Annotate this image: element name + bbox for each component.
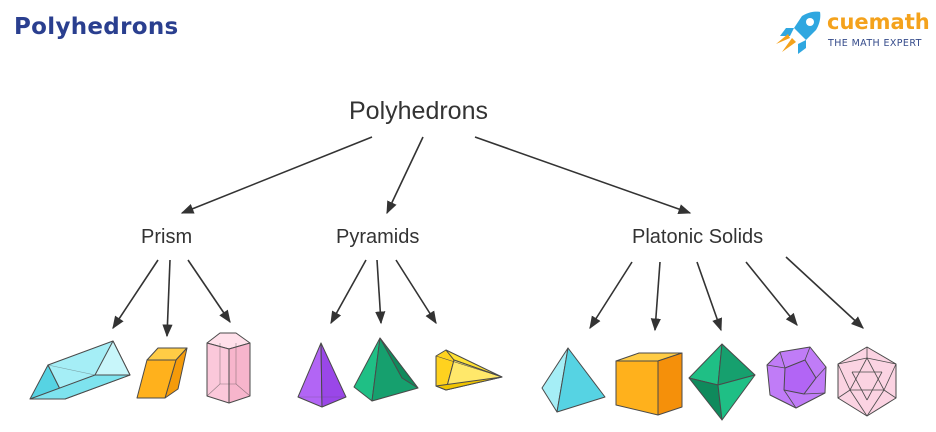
triangular-prism-shape (29, 340, 131, 400)
arrow-prism-3 (187, 259, 231, 324)
arrow-root-to-prism (180, 136, 373, 214)
parallelepiped-shape (136, 347, 188, 399)
icosahedron-shape (837, 346, 897, 417)
arrow-pyr-3 (395, 259, 437, 325)
platonic-solids-node-label: Platonic Solids (632, 226, 764, 248)
octahedron-shape (688, 343, 756, 421)
arrow-prism-2 (162, 259, 173, 338)
arrow-pyr-1 (330, 259, 367, 325)
pyramids-node-label: Pyramids (336, 226, 420, 248)
prism-node-label: Prism (141, 226, 193, 248)
arrow-plat-2 (650, 261, 661, 332)
pentagonal-prism-shape (206, 332, 251, 404)
arrow-plat-1 (589, 261, 633, 330)
brand-name: cuemath (827, 10, 930, 34)
cube-shape (615, 352, 683, 416)
rocket-icon (776, 11, 821, 54)
square-pyramid-shape (353, 337, 419, 402)
triangular-pyramid-shape (297, 342, 347, 408)
dodecahedron-shape (766, 346, 827, 409)
arrow-plat-4 (745, 261, 798, 326)
brand-tagline: THE MATH EXPERT (828, 38, 922, 49)
arrow-prism-1 (112, 259, 159, 330)
brand-logo[interactable]: cuemath THE MATH EXPERT (770, 6, 930, 58)
arrow-root-to-platonic (474, 136, 692, 214)
root-node-label: Polyhedrons (349, 97, 488, 125)
arrow-plat-3 (696, 261, 722, 332)
page-title: Polyhedrons (14, 14, 179, 40)
arrow-root-to-pyramids (386, 136, 424, 215)
arrow-pyr-2 (375, 259, 386, 325)
tetrahedron-shape (541, 347, 606, 413)
pentagonal-pyramid-shape (435, 349, 503, 391)
arrow-plat-5 (785, 256, 864, 329)
